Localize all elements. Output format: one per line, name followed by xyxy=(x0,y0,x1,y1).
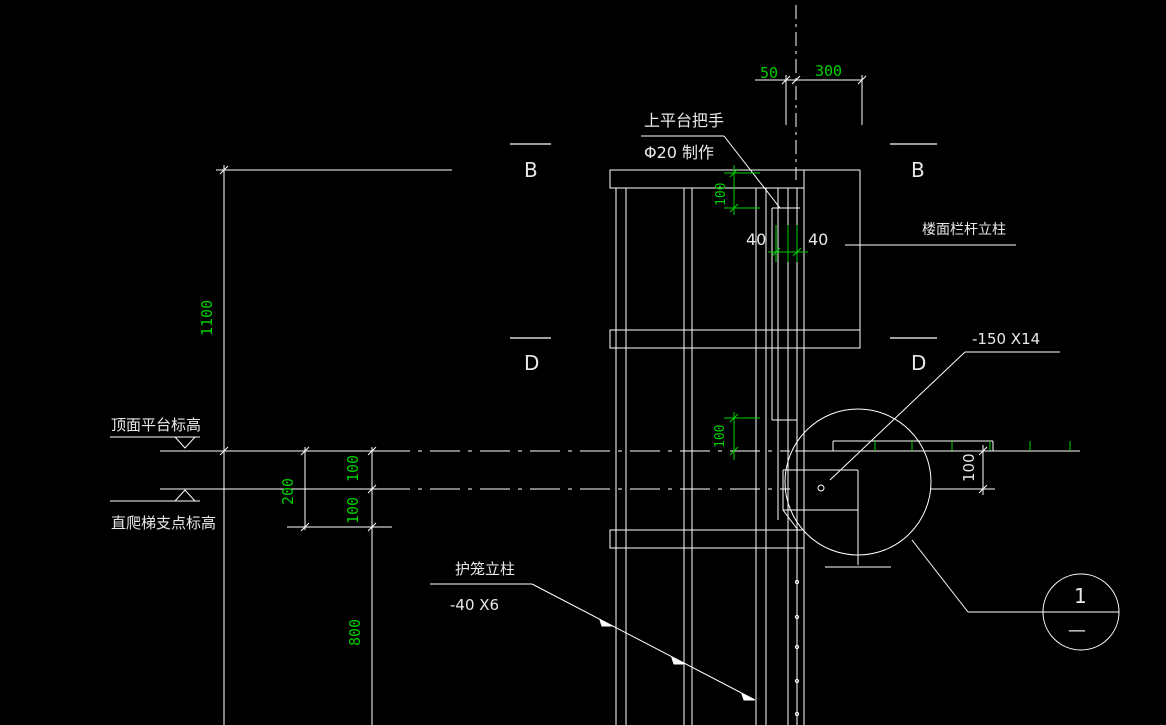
handrail-label-line1: 上平台把手 xyxy=(644,111,724,130)
ladder-support-elevation-label: 直爬梯支点标高 xyxy=(111,514,216,532)
cage-post-label-line2: -40 X6 xyxy=(450,596,499,614)
detail-ticks xyxy=(874,441,1071,451)
handrail-label-line2: Φ20 制作 xyxy=(644,143,714,162)
dim-100-a-label: 100 xyxy=(344,455,362,482)
handrail-leader xyxy=(641,135,781,209)
dim-upper-100-label: 100 xyxy=(714,183,729,206)
dim-200-label: 200 xyxy=(279,478,297,505)
dim-100-b-label: 100 xyxy=(344,497,362,524)
section-mark-d-left: D xyxy=(524,351,539,375)
railing-post-label: 楼面栏杆立柱 xyxy=(922,222,1006,238)
section-mark-d-right: D xyxy=(911,351,926,375)
cage-post-leader xyxy=(430,583,756,701)
section-mark-b-right: B xyxy=(911,158,925,182)
detail-number: 1 xyxy=(1074,584,1087,608)
elevation-marker-top xyxy=(110,436,200,449)
plate-leader xyxy=(829,351,1060,481)
dim-800-label: 800 xyxy=(346,619,364,646)
dim-mid-100-label: 100 xyxy=(713,425,728,448)
section-mark-b-left: B xyxy=(524,158,538,182)
dim-40-left-label: 40 xyxy=(746,230,766,249)
elevation-marker-support xyxy=(110,489,200,502)
dim-50-label: 50 xyxy=(760,64,778,82)
callout-leader xyxy=(911,539,1120,651)
dim-right-100-lines xyxy=(930,445,995,495)
dim-upper-100-lines xyxy=(724,165,760,215)
dim-40-right-label: 40 xyxy=(808,230,828,249)
cage-post-label-line1: 护笼立柱 xyxy=(455,560,515,578)
dim-right-100-label: 100 xyxy=(960,453,978,482)
section-mark-lines xyxy=(510,143,937,339)
rivet-holes xyxy=(794,579,800,717)
ladder-frame xyxy=(609,169,861,725)
dim-1100-lines xyxy=(216,165,452,725)
top-platform-elevation-label: 顶面平台标高 xyxy=(111,416,201,434)
detail-sheet: — xyxy=(1068,620,1086,641)
dim-left-stack-lines xyxy=(287,446,392,725)
dim-mid-100-lines xyxy=(724,412,760,460)
dim-300-label: 300 xyxy=(815,62,842,80)
dim-40-lines xyxy=(768,225,808,262)
dim-1100-label: 1100 xyxy=(198,300,216,336)
top-dimension-group xyxy=(755,75,867,125)
plate-label: -150 X14 xyxy=(972,330,1040,348)
elevation-lines xyxy=(160,450,790,490)
